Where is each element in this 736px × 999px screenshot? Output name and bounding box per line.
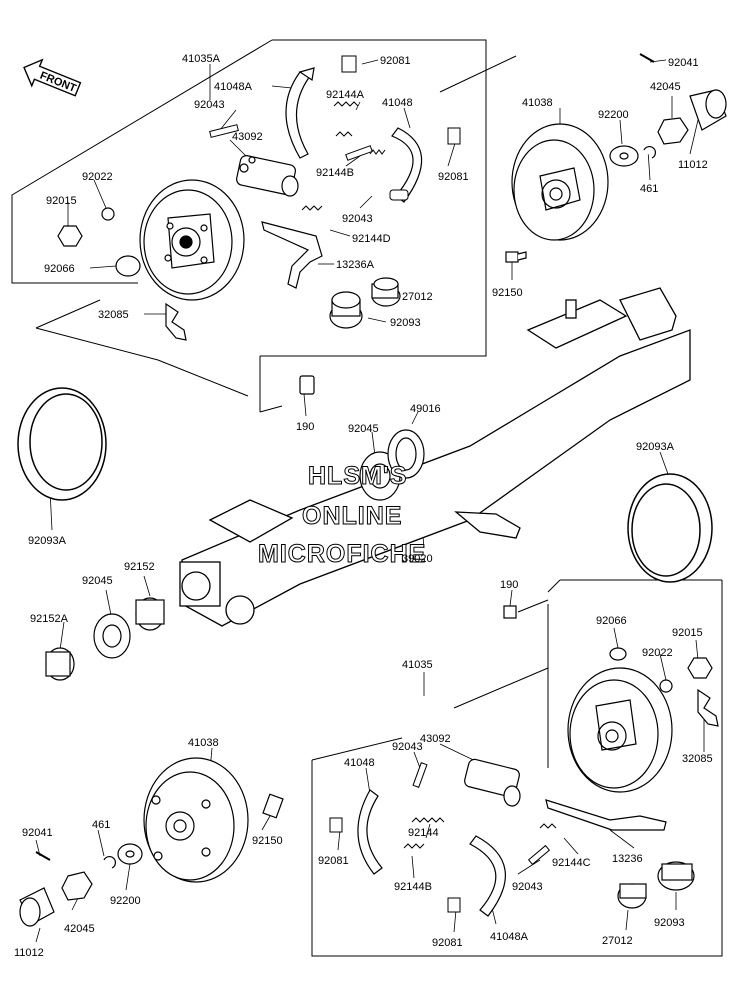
part-label: 27012 — [402, 291, 433, 303]
part-label: 92150 — [492, 287, 523, 299]
brake-shoe-lower-b — [469, 835, 506, 917]
part-label: 49016 — [410, 403, 441, 415]
part-label: 41048 — [382, 97, 413, 109]
part-label: 92081 — [438, 171, 469, 183]
watermark: HLSM'S ONLINE MICROFICHE — [258, 462, 426, 569]
part-label: 92043 — [392, 741, 423, 753]
part-label: 92015 — [672, 627, 703, 639]
bearings-lower-left — [45, 597, 165, 681]
part-label: 92093A — [28, 535, 67, 547]
lever-lower — [545, 799, 667, 831]
lower-group-outline — [311, 579, 723, 957]
hub-parts-upper-right — [505, 53, 727, 263]
backing-plate-upper — [139, 179, 245, 301]
part-label: 13236 — [612, 853, 643, 865]
bushings-upper — [329, 277, 401, 329]
part-label: 41038 — [522, 97, 553, 109]
part-label: 11012 — [678, 159, 708, 171]
part-label: 13236A — [336, 259, 375, 271]
part-label: 92144B — [316, 167, 354, 179]
part-label: 92045 — [348, 423, 379, 435]
front-arrow-icon: FRONT — [23, 58, 82, 97]
part-label: 42045 — [64, 923, 95, 935]
brake-shoe-lower-a — [357, 789, 383, 875]
part-label: 92015 — [46, 195, 77, 207]
part-label: 92150 — [252, 835, 283, 847]
watermark-line-2: ONLINE — [302, 502, 402, 530]
part-label: 92152A — [30, 613, 69, 625]
part-label: 92043 — [342, 213, 373, 225]
springs-upper — [301, 101, 386, 211]
part-label: 92093 — [654, 917, 685, 929]
part-label: 41048 — [344, 757, 375, 769]
brake-drum-lower — [143, 757, 284, 883]
part-label: 92081 — [432, 937, 463, 949]
part-label: 92144D — [352, 233, 391, 245]
brake-shoe-upper-a — [285, 67, 315, 159]
part-label: 92144A — [326, 89, 365, 101]
wheel-cylinder-lower — [464, 758, 521, 807]
small-parts-upper — [57, 207, 187, 341]
part-label: 92144B — [394, 881, 432, 893]
part-label: 92093A — [636, 441, 675, 453]
part-label: 92041 — [668, 57, 699, 69]
part-label: 461 — [640, 183, 658, 195]
part-label: 27012 — [602, 935, 633, 947]
watermark-line-1: HLSM'S — [308, 462, 407, 490]
backing-plate-lower — [567, 667, 673, 793]
part-label: 41035A — [182, 53, 221, 65]
part-label: 461 — [92, 819, 110, 831]
part-label: 41038 — [188, 737, 219, 749]
part-label: 92200 — [110, 895, 141, 907]
part-label: 92043 — [512, 881, 543, 893]
part-label: 39020 — [402, 553, 433, 565]
part-label: 190 — [500, 579, 518, 591]
lever-upper — [261, 221, 323, 289]
pins-upper — [209, 55, 461, 201]
seal-ring-left — [17, 387, 107, 501]
part-label: 41035 — [402, 659, 433, 671]
part-label: 190 — [296, 421, 314, 433]
axle-housing — [179, 287, 691, 627]
bushings-lower — [617, 861, 695, 909]
watermark-line-3: MICROFICHE — [258, 540, 426, 568]
brake-drum-upper — [511, 123, 609, 241]
part-label: 92081 — [380, 55, 411, 67]
part-label: 92045 — [82, 575, 113, 587]
upper-group-outline — [11, 39, 517, 413]
hub-parts-lower-left — [19, 843, 143, 927]
part-label: 41048A — [214, 81, 253, 93]
part-label: 92093 — [390, 317, 421, 329]
part-label: 42045 — [650, 81, 681, 93]
small-parts-lower-right — [503, 605, 719, 727]
part-label: 92022 — [642, 647, 673, 659]
pins-lower — [329, 762, 551, 913]
part-label: 43092 — [420, 733, 451, 745]
part-label: 92144C — [552, 857, 591, 869]
part-label: 92152 — [124, 561, 155, 573]
part-label: 92043 — [194, 99, 225, 111]
seal-ring-right — [627, 473, 713, 583]
part-label: 92022 — [82, 171, 113, 183]
part-label: 92041 — [22, 827, 53, 839]
part-label: 41048A — [490, 931, 529, 943]
part-label: 43092 — [232, 131, 263, 143]
bearing-mid — [299, 375, 425, 501]
part-label: 92144 — [408, 827, 439, 839]
part-label: 92081 — [318, 855, 349, 867]
part-label: 32085 — [682, 753, 713, 765]
part-label: 11012 — [14, 947, 44, 959]
wheel-cylinder-upper — [236, 155, 299, 197]
part-labels: 41035A 92081 41048A 92043 92144A 41048 4… — [14, 53, 713, 959]
part-label: 92066 — [596, 615, 627, 627]
springs-lower — [403, 817, 557, 849]
part-label: 92200 — [598, 109, 629, 121]
part-label: 92066 — [44, 263, 75, 275]
part-label: 32085 — [98, 309, 129, 321]
